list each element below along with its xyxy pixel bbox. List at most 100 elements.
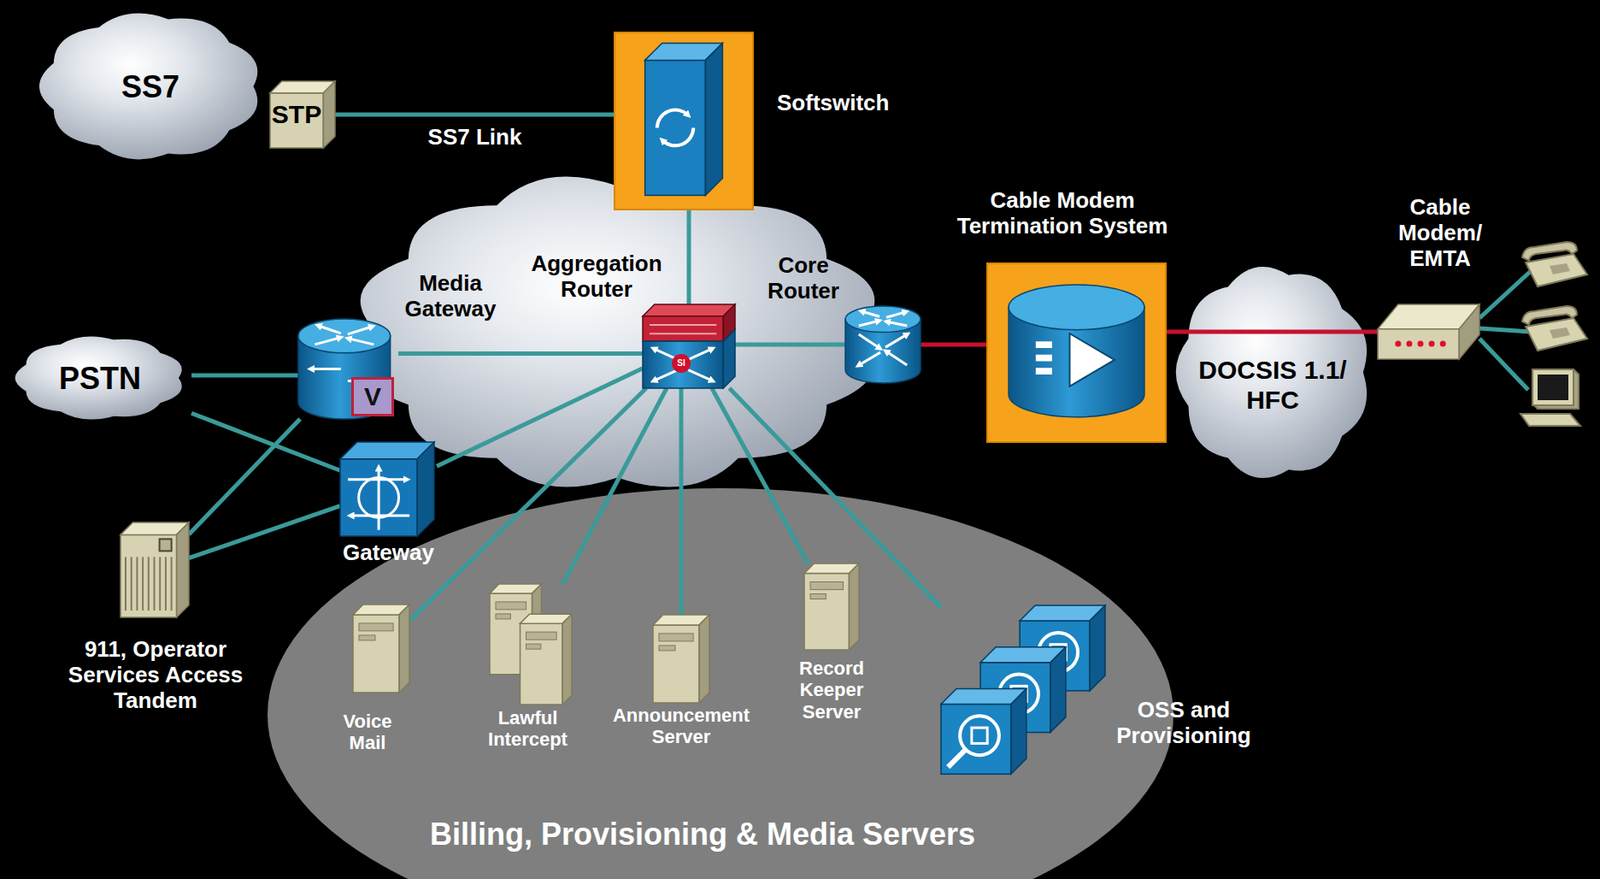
- illustration-part: [886, 311, 906, 318]
- network-link: [188, 505, 341, 559]
- node-label: Media Gateway: [382, 270, 519, 323]
- illustration-part: [699, 614, 710, 703]
- illustration-part: [947, 748, 966, 767]
- illustration-part: [688, 370, 712, 382]
- node-label: DOCSIS 1.1/ HFC: [1187, 355, 1359, 415]
- node-label: Billing, Provisioning & Media Servers: [317, 816, 1088, 852]
- network-link: [920, 342, 988, 348]
- illustration-part: [270, 93, 324, 148]
- illustration-part: [688, 348, 712, 360]
- illustration-part: [861, 311, 880, 317]
- illustration-part: [1440, 341, 1447, 348]
- illustration-part: [649, 324, 717, 334]
- illustration-part: [1522, 305, 1577, 325]
- illustration-part: [323, 81, 336, 148]
- illustration-part: [1479, 328, 1530, 332]
- network-link: [679, 388, 684, 615]
- illustration-part: [141, 556, 144, 611]
- cable-modem-shape: [1377, 304, 1480, 359]
- illustration-part: [267, 488, 1174, 879]
- pstn-cloud: PSTN: [8, 331, 192, 424]
- illustration-part: [340, 441, 435, 536]
- voice-mail-server-shape: [352, 604, 410, 693]
- illustration-part: [347, 326, 372, 335]
- illustration-part: [153, 556, 156, 611]
- illustration-part: [340, 458, 418, 536]
- illustration-part: [170, 556, 173, 611]
- node-label: V: [351, 376, 395, 417]
- illustration-part: [1089, 605, 1106, 691]
- cmts: Cable Modem Termination System: [987, 263, 1166, 442]
- network-link: [436, 368, 643, 467]
- aggregation-router: Aggregation RouterSI: [642, 304, 736, 389]
- illustration-part: [130, 556, 133, 611]
- illustration-part: [1008, 284, 1145, 418]
- ss7-cloud: SS7: [30, 5, 271, 168]
- illustration-part: [804, 573, 849, 650]
- illustration-part: [614, 32, 753, 210]
- illustration-part: [657, 109, 689, 128]
- announcement-server: Announcement Server: [652, 614, 710, 703]
- lawful-intercept-server: Lawful Intercept: [489, 583, 572, 705]
- gateway-shape: [340, 441, 437, 536]
- illustration-part: [810, 594, 826, 600]
- illustration-part: [1525, 253, 1588, 287]
- node-label: Cable Modem Termination System: [938, 188, 1187, 240]
- illustration-part: [705, 42, 723, 195]
- illustration-part: [845, 305, 921, 383]
- illustration-part: [1011, 688, 1027, 774]
- illustration-part: [562, 613, 572, 705]
- lawful-intercept-server-shape: [489, 583, 572, 705]
- illustration-part: [652, 624, 700, 703]
- illustration-part: [1532, 369, 1579, 409]
- record-keeper-server: Record Keeper Server: [804, 563, 859, 650]
- core-router-shape: [845, 305, 921, 383]
- illustration-part: [1417, 341, 1424, 348]
- stp-box: STP: [270, 81, 336, 148]
- illustration-part: [642, 304, 736, 317]
- illustration-part: [1035, 354, 1053, 362]
- illustration-part: [858, 352, 881, 365]
- illustration-part: [520, 613, 572, 705]
- illustration-part: [348, 338, 374, 345]
- illustration-part: [351, 514, 411, 518]
- network-link: [1165, 329, 1378, 335]
- illustration-part: [526, 643, 542, 649]
- illustration-part: [377, 468, 381, 530]
- illustration-part: [642, 316, 724, 342]
- cmts-shape: [987, 263, 1166, 442]
- illustration-part: [298, 318, 391, 353]
- illustration-part: [1035, 367, 1053, 375]
- illustration-part: [845, 305, 921, 333]
- illustration-part: [158, 556, 161, 611]
- illustration-part: [1479, 271, 1530, 318]
- node-label: OSS and Provisioning: [1098, 697, 1270, 749]
- illustration-part: [1176, 266, 1367, 478]
- aggregation-router-shape: [642, 304, 736, 389]
- illustration-part: [1008, 284, 1145, 330]
- cable-modem: Cable Modem/ EMTA: [1377, 304, 1480, 359]
- illustration-part: [1520, 413, 1581, 426]
- illustration-part: [159, 538, 172, 551]
- tandem-switch-shape: [120, 522, 189, 618]
- illustration-part: [1525, 317, 1588, 351]
- illustration-part: [417, 441, 435, 536]
- node-label: PSTN: [14, 360, 186, 396]
- illustration-part: [987, 263, 1166, 442]
- node-label: Lawful Intercept: [474, 706, 582, 751]
- illustration-part: [653, 370, 678, 382]
- node-label: Gateway: [323, 540, 454, 566]
- illustration-part: [858, 334, 880, 348]
- network-link: [335, 112, 615, 118]
- illustration-part: [658, 645, 676, 651]
- illustration-part: [662, 127, 694, 146]
- illustration-part: [526, 631, 558, 640]
- illustration-part: [399, 604, 410, 693]
- illustration-part: [39, 13, 258, 160]
- subscriber-wires: [1479, 271, 1530, 390]
- illustration-part: [120, 522, 189, 618]
- oss-provisioning-shape: [941, 605, 1106, 779]
- illustration-part: [358, 635, 376, 641]
- illustration-part: [1429, 341, 1436, 348]
